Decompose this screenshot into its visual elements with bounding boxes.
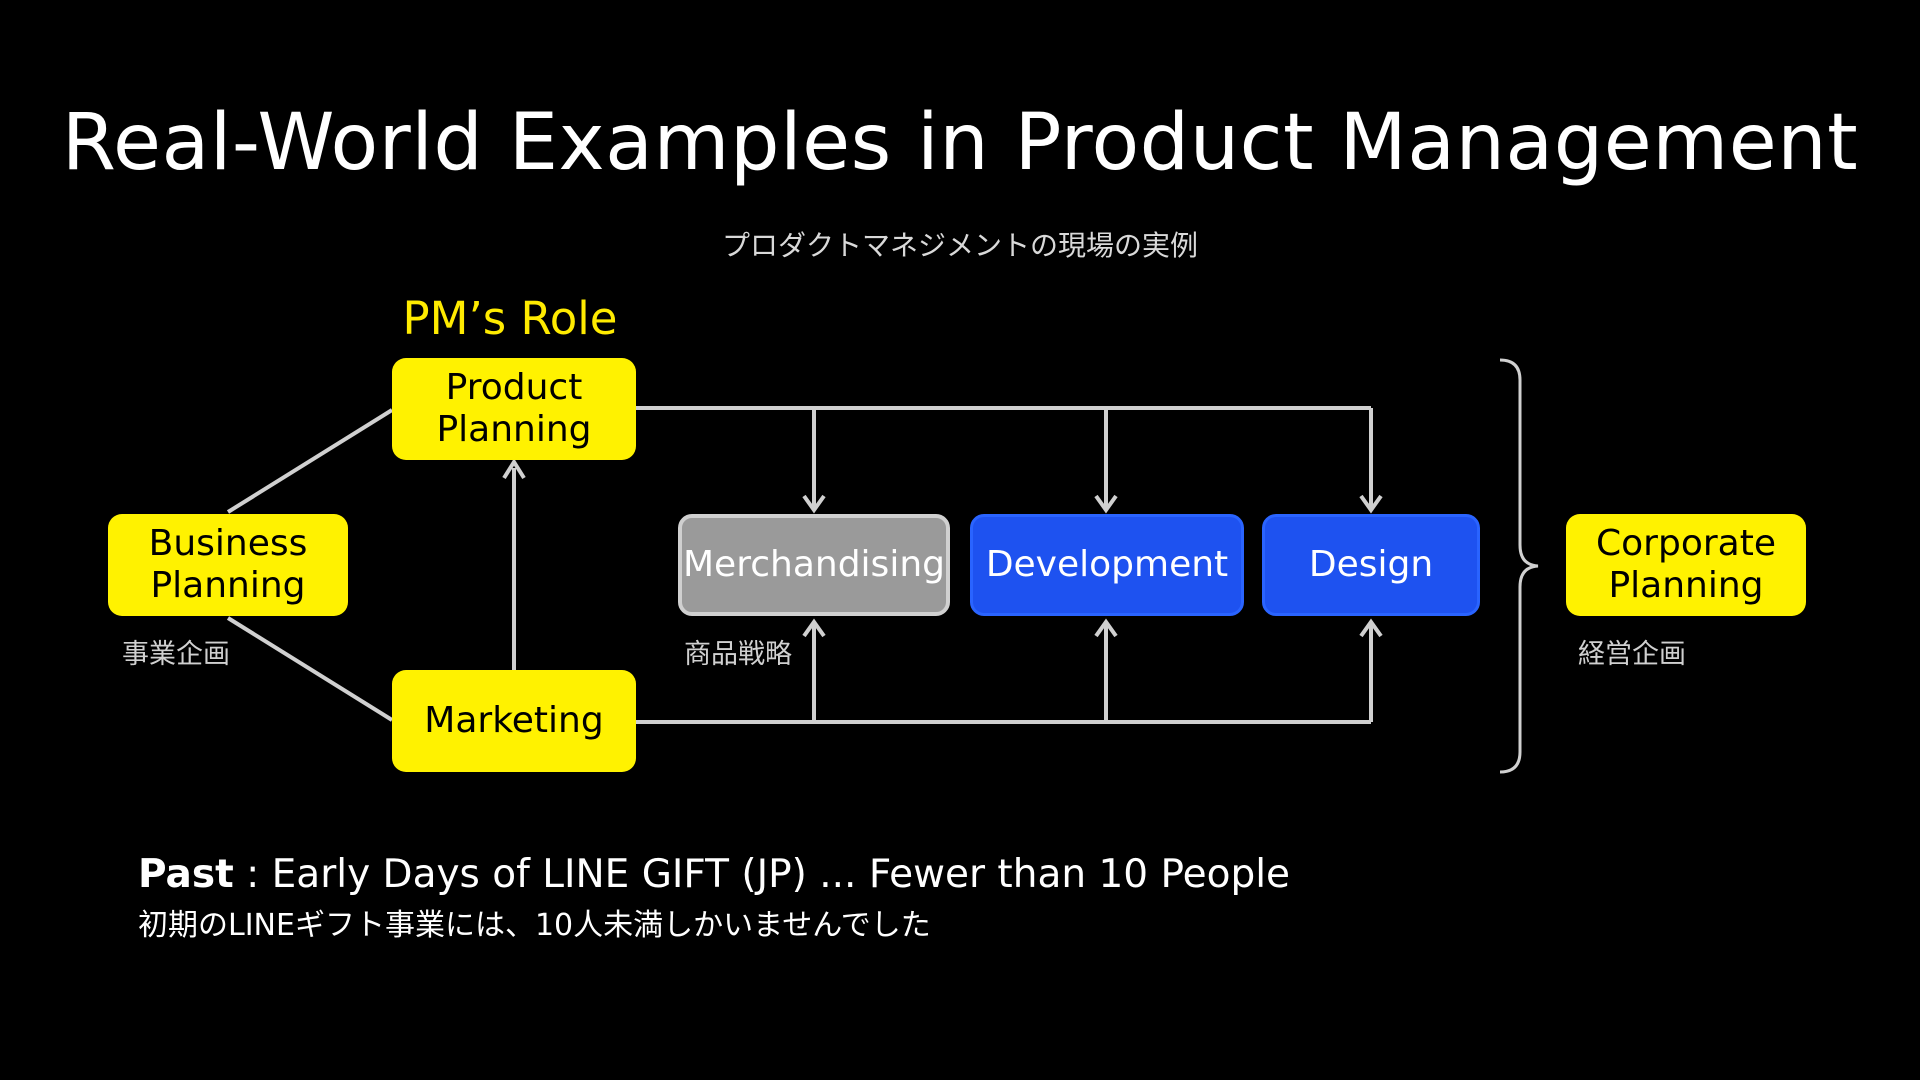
corporate-planning-node: Corporate Planning bbox=[1566, 514, 1806, 616]
connector-business-to-marketing bbox=[226, 616, 394, 722]
arrowhead-merchandising-top bbox=[802, 494, 826, 514]
design-node: Design bbox=[1262, 514, 1480, 616]
arrowhead-product-planning bbox=[502, 458, 526, 480]
business-planning-label: Business Planning bbox=[148, 523, 308, 606]
page-subtitle: プロダクトマネジメントの現場の実例 bbox=[721, 229, 1198, 262]
business-planning-node: Business Planning bbox=[108, 514, 348, 616]
corporate-planning-jp-label: 経営企画 bbox=[1578, 639, 1686, 670]
grouping-brace bbox=[1499, 358, 1539, 774]
arrowhead-design-bottom bbox=[1359, 618, 1383, 638]
footer-jp-line: 初期のLINEギフト事業には、10人未満しかいませんでした bbox=[138, 908, 931, 943]
arrowhead-merchandising-bottom bbox=[802, 618, 826, 638]
arrowhead-development-top bbox=[1094, 494, 1118, 514]
business-planning-jp-label: 事業企画 bbox=[122, 639, 230, 670]
merchandising-jp-label: 商品戦略 bbox=[684, 639, 792, 670]
arrowhead-development-bottom bbox=[1094, 618, 1118, 638]
footer-past-text: : Early Days of LINE GIFT (JP) ... Fewer… bbox=[233, 852, 1291, 897]
footer-past-line: Past : Early Days of LINE GIFT (JP) ... … bbox=[138, 852, 1290, 897]
development-node: Development bbox=[970, 514, 1244, 616]
corporate-planning-label: Corporate Planning bbox=[1596, 523, 1776, 606]
product-planning-node: Product Planning bbox=[392, 358, 636, 460]
pm-role-label: PM’s Role bbox=[402, 292, 618, 345]
product-planning-label: Product Planning bbox=[436, 367, 592, 450]
development-label: Development bbox=[985, 544, 1229, 585]
footer-past-label: Past bbox=[138, 852, 234, 897]
marketing-node: Marketing bbox=[392, 670, 636, 772]
connector-business-to-product bbox=[226, 408, 394, 514]
merchandising-label: Merchandising bbox=[683, 544, 945, 585]
arrowhead-design-top bbox=[1359, 494, 1383, 514]
design-label: Design bbox=[1308, 544, 1434, 585]
merchandising-node: Merchandising bbox=[678, 514, 950, 616]
marketing-label: Marketing bbox=[424, 700, 604, 741]
page-title: Real-World Examples in Product Managemen… bbox=[61, 98, 1859, 188]
